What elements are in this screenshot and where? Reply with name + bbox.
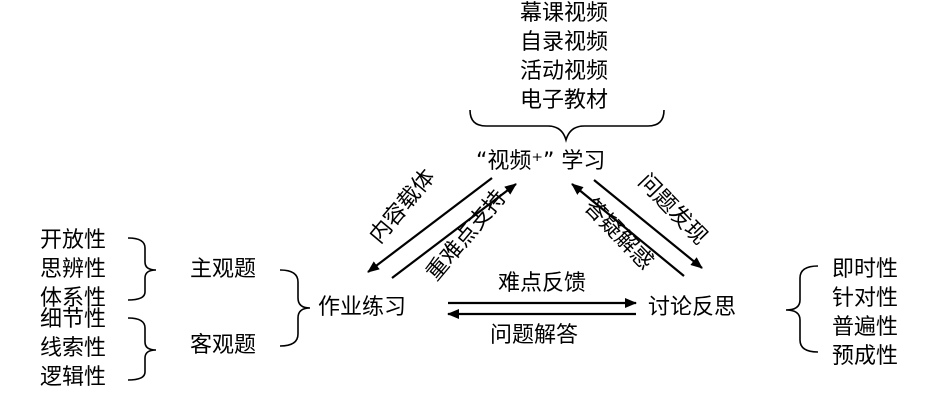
label-subjective: 主观题	[190, 257, 257, 282]
trait-item: 预成性	[832, 344, 899, 369]
brace-objective-traits	[127, 317, 157, 381]
discussion-traits: 即时性 针对性 普遍性 预成性	[832, 255, 898, 371]
node-discussion: 讨论反思	[648, 295, 737, 320]
arrow-homework-to-video	[391, 183, 517, 279]
trait-item: 体系性	[40, 286, 107, 311]
trait-item: 线索性	[40, 336, 107, 361]
brace-subjective-traits	[127, 237, 157, 301]
brace-discussion-traits	[785, 265, 819, 353]
top-resources-list: 幕课视频 自录视频 活动视频 电子教材	[520, 0, 608, 115]
resource-item: 幕课视频	[520, 1, 609, 26]
trait-item: 思辨性	[40, 257, 107, 282]
node-video-learning: “视频⁺” 学习	[476, 149, 606, 174]
node-homework: 作业练习	[318, 295, 407, 320]
arrow-video-to-discussion	[593, 179, 703, 269]
trait-item: 即时性	[832, 257, 899, 282]
arrow-discussion-to-video	[571, 183, 685, 277]
trait-item: 普遍性	[832, 315, 899, 340]
trait-item: 逻辑性	[40, 365, 107, 390]
edge-label-question-answer: 问题解答	[490, 323, 579, 348]
resource-item: 自录视频	[520, 30, 609, 55]
edge-label-difficulty-feedback: 难点反馈	[498, 271, 587, 296]
subjective-traits: 开放性 思辨性 体系性	[40, 226, 106, 313]
trait-item: 开放性	[40, 228, 107, 253]
top-brace	[469, 109, 665, 143]
resource-item: 活动视频	[520, 59, 609, 84]
resource-item: 电子教材	[520, 88, 609, 113]
arrow-video-to-homework	[367, 177, 493, 273]
trait-item: 针对性	[832, 286, 899, 311]
brace-homework-types	[279, 269, 311, 347]
objective-traits: 细节性 线索性 逻辑性	[40, 305, 106, 392]
label-objective: 客观题	[190, 333, 257, 358]
trait-item: 细节性	[40, 307, 107, 332]
